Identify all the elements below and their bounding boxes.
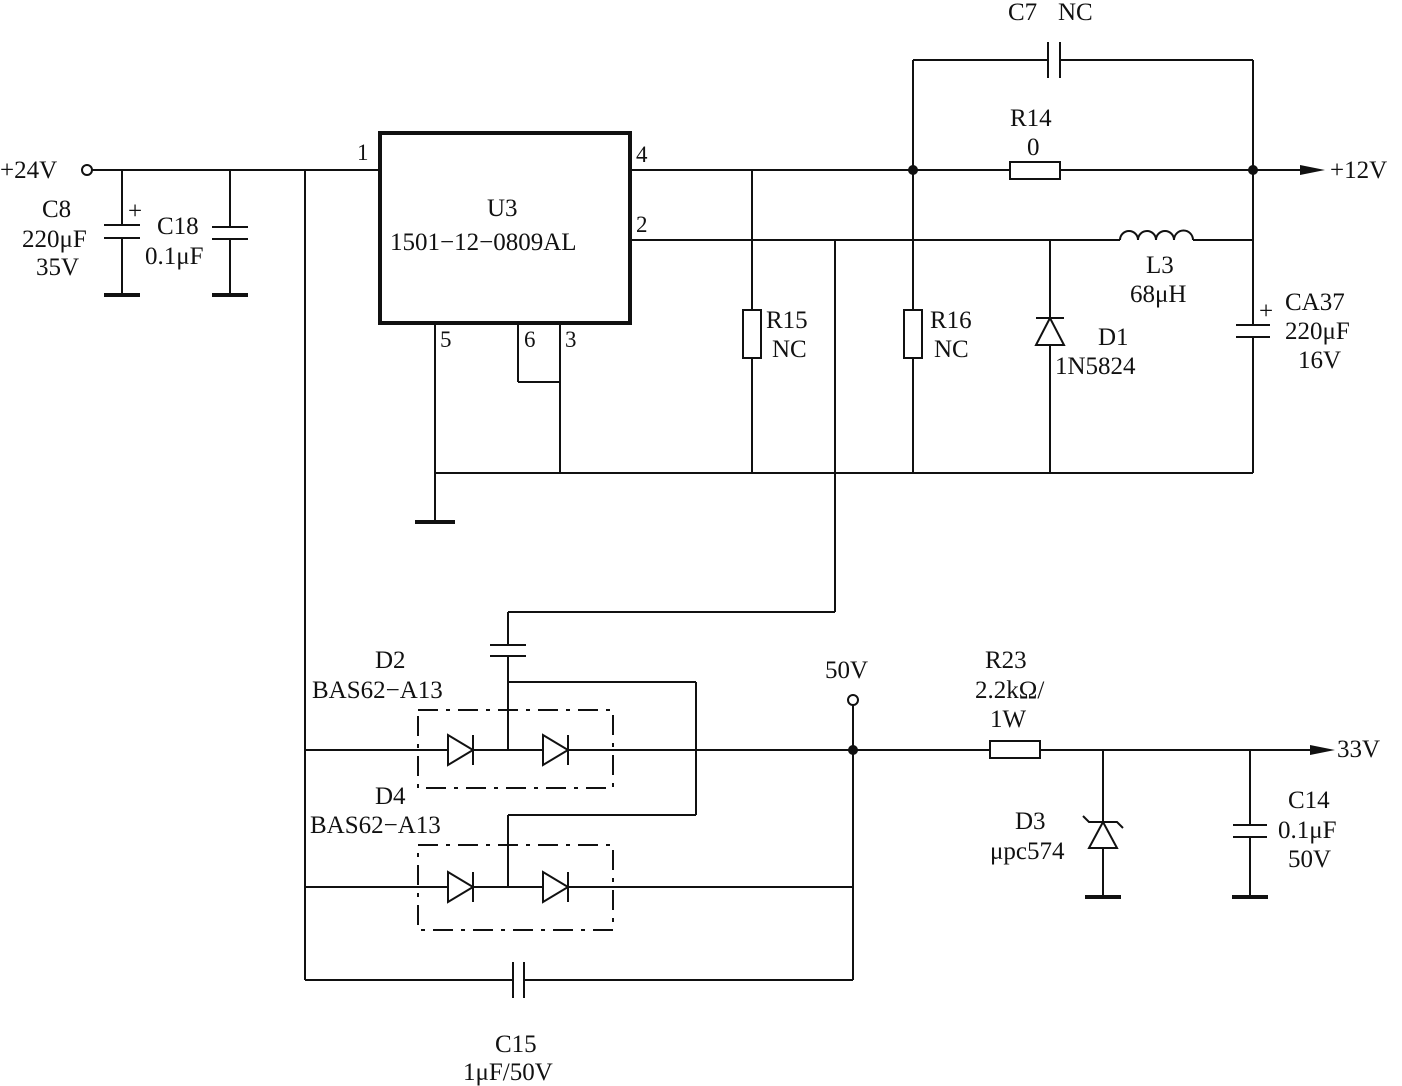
r15-name: R15 (766, 307, 808, 334)
c8-name: C8 (42, 196, 71, 223)
capacitor-c15 (305, 962, 853, 998)
l3-value: 68μH (1130, 281, 1186, 308)
r14-value: 0 (1027, 134, 1040, 161)
resistor-r23 (989, 740, 1041, 759)
junction-dot (908, 165, 918, 175)
label-50v: 50V (825, 657, 868, 684)
ca37-value: 220μF (1285, 318, 1350, 345)
l3-name: L3 (1146, 252, 1174, 279)
c15-value: 1μF/50V (463, 1059, 553, 1086)
c8-rating: 35V (36, 254, 79, 281)
u3-pin4: 4 (636, 142, 648, 167)
u3-pin5: 5 (440, 327, 452, 352)
c18-value: 0.1μF (145, 243, 204, 270)
r16-value: NC (934, 336, 969, 363)
junction-dot (848, 745, 858, 755)
ca37-polarity: + (1259, 298, 1273, 325)
arrow-33v (1310, 745, 1335, 755)
d4-name: D4 (375, 783, 406, 810)
coupling-capacitor (490, 644, 526, 750)
arrow-12v (1300, 165, 1325, 175)
r15-value: NC (772, 336, 807, 363)
resistor-r16 (903, 170, 923, 473)
capacitor-c18 (212, 170, 248, 297)
resistor-r15 (742, 170, 762, 473)
regulator-u3 (378, 131, 632, 524)
capacitor-c14 (1232, 750, 1268, 899)
input-rail (81, 164, 378, 980)
c18-name: C18 (157, 213, 199, 240)
d1-value: 1N5824 (1055, 353, 1136, 380)
u3-pin1: 1 (357, 140, 369, 165)
c14-rating: 50V (1288, 846, 1331, 873)
u3-part: 1501−12−0809AL (390, 229, 577, 256)
c14-value: 0.1μF (1278, 817, 1337, 844)
zener-d3 (1082, 750, 1124, 899)
d1-name: D1 (1098, 324, 1129, 351)
d2-value: BAS62−A13 (312, 677, 443, 704)
u3-pin6: 6 (524, 327, 536, 352)
diode-pair-d2 (417, 709, 614, 789)
testpoint-50v (847, 694, 859, 706)
label-24v: +24V (0, 157, 57, 184)
u3-name: U3 (487, 195, 518, 222)
ca37-name: CA37 (1285, 289, 1345, 316)
d2-name: D2 (375, 647, 406, 674)
c15-name: C15 (495, 1031, 537, 1058)
c14-name: C14 (1288, 787, 1330, 814)
capacitor-c8 (104, 170, 140, 297)
c8-value: 220μF (22, 226, 87, 253)
diode-d1 (1034, 240, 1066, 473)
d3-name: D3 (1015, 808, 1046, 835)
r23-value: 2.2kΩ/ (975, 677, 1044, 704)
d4-value: BAS62−A13 (310, 812, 441, 839)
r14-name: R14 (1010, 105, 1052, 132)
r16-name: R16 (930, 307, 972, 334)
junction-dot (1248, 165, 1258, 175)
capacitor-c7 (912, 42, 1254, 170)
r23-name: R23 (985, 647, 1027, 674)
resistor-r14 (1009, 161, 1061, 180)
u3-pin2: 2 (636, 212, 648, 237)
c8-polarity: + (128, 198, 142, 225)
inductor-l3 (1119, 229, 1194, 241)
label-12v: +12V (1330, 157, 1387, 184)
ca37-rating: 16V (1298, 347, 1341, 374)
label-33v: 33V (1337, 736, 1380, 763)
r23-rating: 1W (990, 706, 1027, 733)
capacitor-ca37 (1236, 170, 1270, 473)
d3-value: μpc574 (990, 838, 1065, 865)
u3-pin3: 3 (565, 327, 577, 352)
c7-name: C7 (1008, 0, 1037, 26)
c7-value: NC (1058, 0, 1093, 26)
terminal-24v (81, 164, 93, 176)
